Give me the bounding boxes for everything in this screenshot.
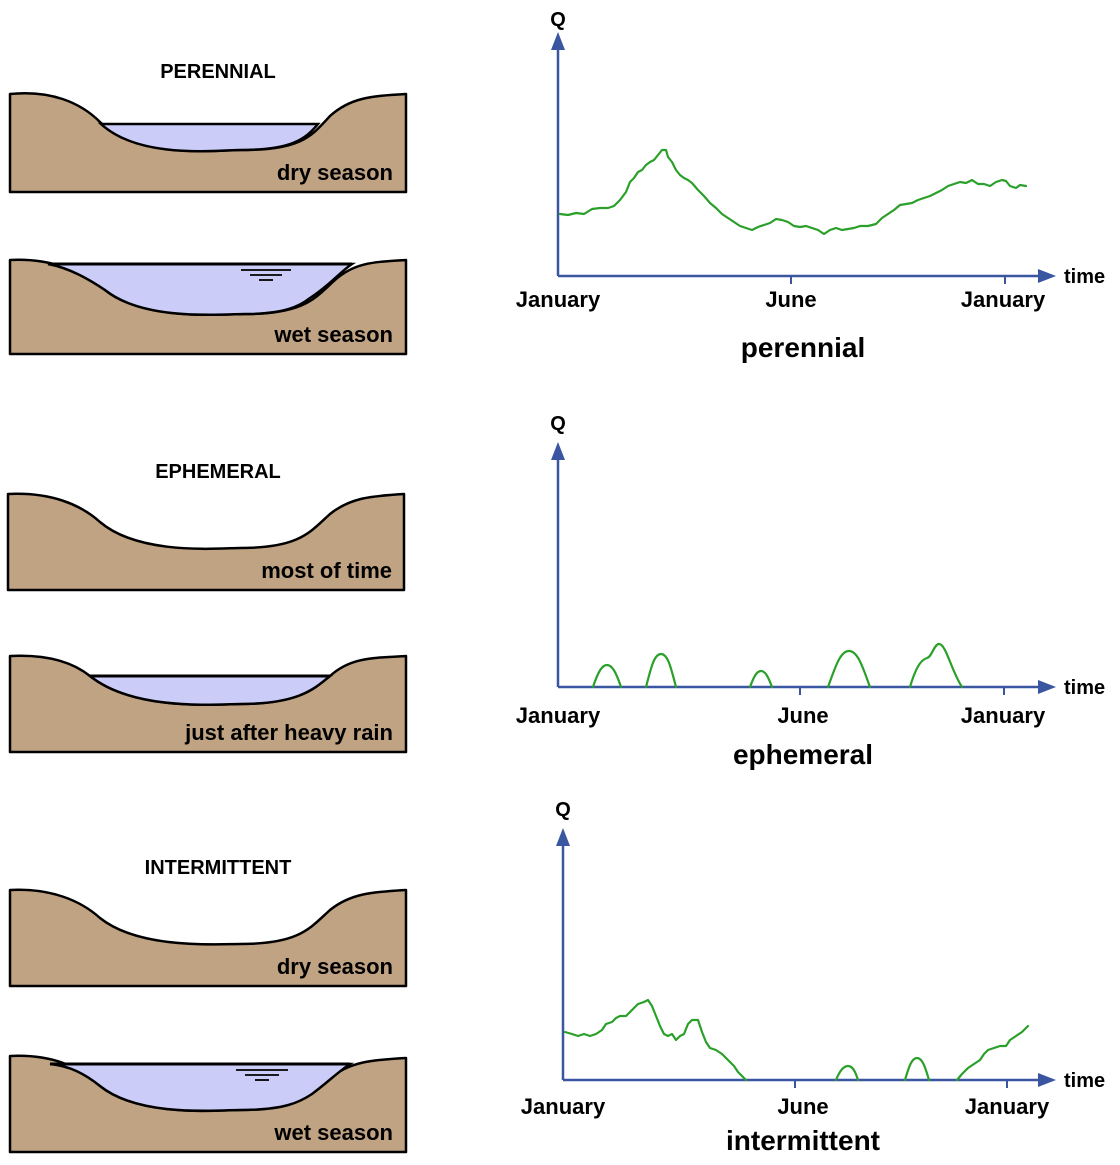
tick-label: June (765, 287, 816, 312)
discharge-pulse (591, 663, 623, 689)
tick-label: January (516, 287, 601, 312)
ephemeral-dry-section: most of time (6, 492, 406, 592)
wet-season-label: wet season (273, 1120, 393, 1145)
ground-profile (8, 888, 408, 988)
tick-label: January (521, 1094, 606, 1119)
discharge-curve (563, 998, 748, 1082)
ephemeral-after-rain-section: just after heavy rain (8, 654, 408, 754)
y-axis-label: Q (555, 799, 571, 821)
x-axis-label: time (1064, 677, 1105, 699)
x-axis-arrow (1038, 269, 1056, 283)
tick-label: January (961, 287, 1046, 312)
x-axis-arrow (1038, 1073, 1056, 1087)
discharge-curve (558, 148, 1028, 236)
wet-season-label: wet season (273, 322, 393, 347)
discharge-curve (955, 1024, 1030, 1082)
discharge-pulse (903, 1056, 931, 1082)
y-axis-label: Q (550, 9, 566, 31)
intermittent-caption: intermittent (726, 1125, 880, 1156)
water-table-symbol (241, 269, 291, 281)
tick-label: June (777, 703, 828, 728)
perennial-hydrograph: Q time January June January perennial (516, 9, 1105, 363)
perennial-caption: perennial (741, 332, 865, 363)
ground-profile (6, 492, 406, 592)
y-axis-arrow (556, 828, 570, 846)
most-of-time-label: most of time (261, 558, 392, 583)
channel-water (86, 674, 334, 707)
intermittent-wet-season-section: wet season (8, 1054, 408, 1154)
discharge-pulse (834, 1064, 860, 1082)
perennial-title: PERENNIAL (160, 61, 276, 83)
x-axis-arrow (1038, 680, 1056, 694)
y-axis-arrow (551, 32, 565, 50)
tick-label: June (777, 1094, 828, 1119)
intermittent-title: INTERMITTENT (145, 857, 292, 879)
dry-season-label: dry season (277, 954, 393, 979)
y-axis-arrow (551, 442, 565, 460)
ephemeral-caption: ephemeral (733, 739, 873, 770)
x-axis-label: time (1064, 266, 1105, 288)
discharge-pulse (644, 652, 678, 689)
channel-water (97, 122, 321, 153)
discharge-pulse (748, 669, 774, 689)
ephemeral-hydrograph: Q time January June January ephemeral (516, 413, 1105, 770)
y-axis-label: Q (550, 413, 566, 435)
discharge-pulse (908, 642, 964, 689)
just-after-heavy-rain-label: just after heavy rain (184, 720, 393, 745)
ephemeral-title: EPHEMERAL (155, 461, 281, 483)
perennial-wet-season-section: wet season (8, 258, 408, 356)
dry-season-label: dry season (277, 160, 393, 185)
tick-label: January (961, 703, 1046, 728)
discharge-pulse (826, 649, 872, 689)
water-table-symbol (236, 1069, 288, 1081)
tick-label: January (516, 703, 601, 728)
channel-water (47, 262, 357, 317)
intermittent-hydrograph: Q time January June January intermittent (521, 799, 1105, 1156)
tick-label: January (965, 1094, 1050, 1119)
intermittent-dry-season-section: dry season (8, 888, 408, 988)
x-axis-label: time (1064, 1070, 1105, 1092)
perennial-dry-season-section: dry season (8, 92, 408, 194)
